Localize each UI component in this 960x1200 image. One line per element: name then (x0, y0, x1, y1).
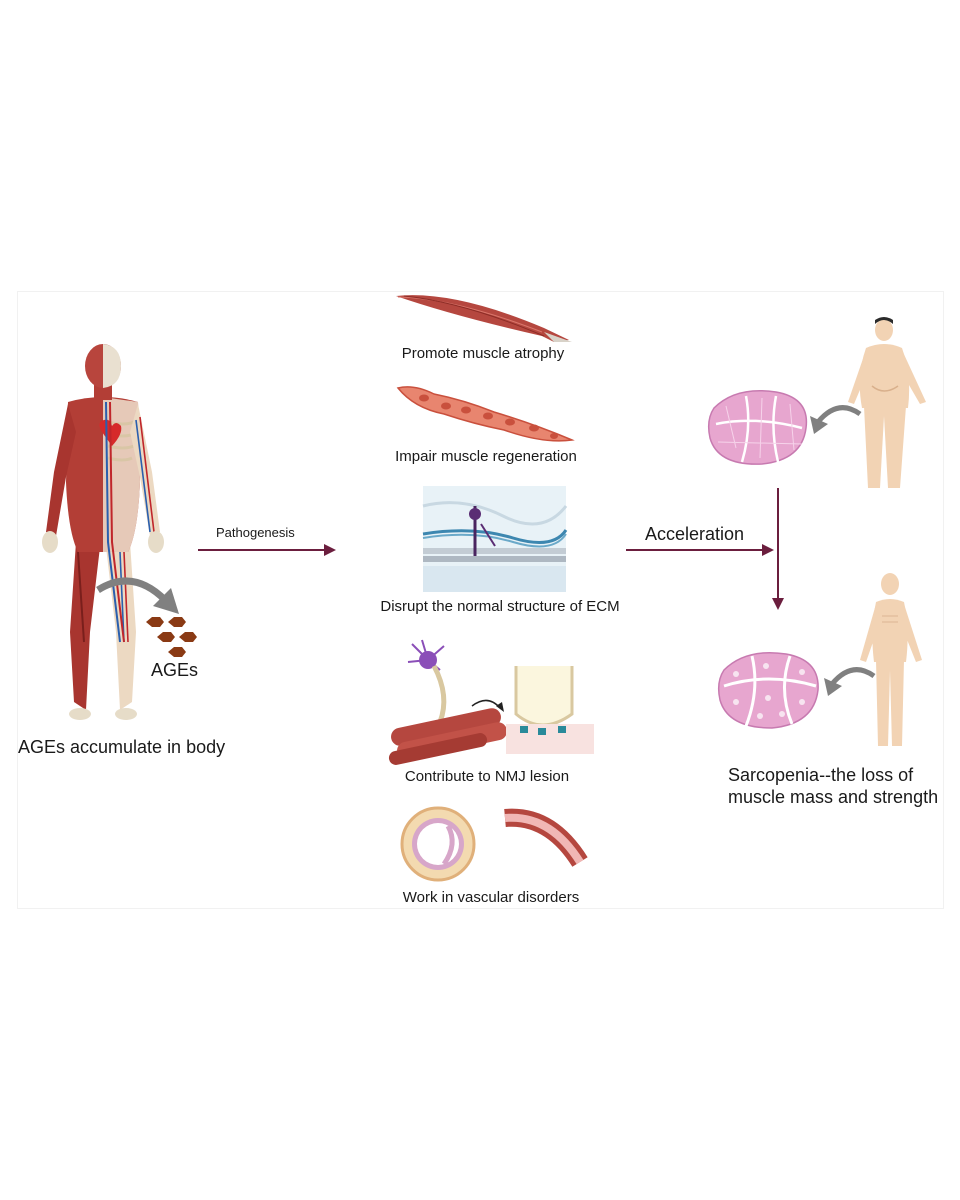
acceleration-label: Acceleration (645, 524, 745, 544)
effect-label-atrophy: Promote muscle atrophy (401, 345, 565, 362)
effect-label-ecm: Disrupt the normal structure of ECM (380, 598, 620, 615)
muscle-cross-section-icon (707, 389, 808, 465)
effect-label-nmj: Contribute to NMJ lesion (404, 768, 570, 785)
down-arrow (772, 488, 784, 610)
right-caption-line2: muscle mass and strength (728, 787, 939, 807)
pathogenesis-arrow (198, 544, 336, 556)
neuromuscular-junction-icon (388, 639, 594, 765)
right-caption-line1: Sarcopenia--the loss of (728, 765, 914, 785)
ages-label: AGEs (151, 660, 199, 680)
blood-vessel-icon (400, 806, 588, 882)
muscle-cross-section-icon (717, 651, 819, 729)
left-caption: AGEs accumulate in body (18, 737, 226, 757)
figure-canvas: AGEs AGEs accumulate in body Pathogenesi… (18, 292, 943, 908)
curved-arrow-icon (96, 577, 179, 614)
pathogenesis-label: Pathogenesis (216, 525, 295, 540)
myoblast-icon (396, 386, 575, 442)
effect-label-regeneration: Impair muscle regeneration (395, 448, 577, 465)
curved-arrow-icon (810, 405, 862, 434)
person-icon (848, 317, 926, 488)
muscle-fiber-icon (396, 295, 572, 342)
ecm-membrane-icon (422, 486, 568, 592)
ages-molecule-icon (146, 617, 197, 657)
curved-arrow-icon (824, 667, 876, 696)
acceleration-arrow (626, 544, 774, 556)
person-icon (860, 573, 922, 746)
effect-label-vascular: Work in vascular disorders (402, 889, 580, 906)
